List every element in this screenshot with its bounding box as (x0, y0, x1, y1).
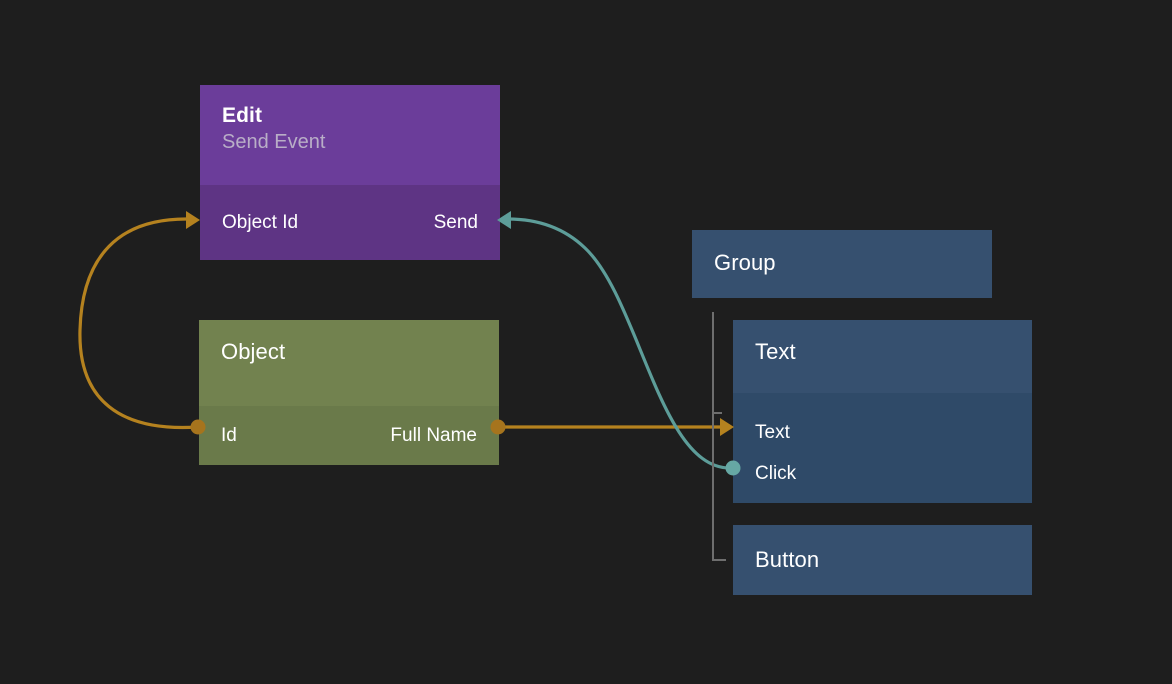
port-label-id[interactable]: Id (221, 424, 237, 446)
port-arrow-text-text-in[interactable] (720, 418, 734, 436)
port-dot-object-full-name-out[interactable] (490, 419, 506, 435)
node-group-title: Group (714, 250, 776, 275)
port-dot-text-click-out[interactable] (725, 460, 741, 476)
tree-connector-vertical (712, 312, 714, 561)
node-object-body: Id Full Name (199, 406, 499, 465)
node-object-title: Object (221, 339, 286, 364)
port-arrow-edit-send-out[interactable] (497, 211, 511, 229)
node-object[interactable]: Object Id Full Name (199, 320, 499, 465)
port-label-text[interactable]: Text (755, 421, 790, 443)
node-group[interactable]: Group (692, 230, 992, 298)
node-edit-header[interactable]: Edit Send Event (200, 85, 500, 185)
port-label-send[interactable]: Send (433, 211, 478, 233)
node-text-header[interactable]: Text (733, 320, 1032, 393)
node-text-body: Text Click (733, 393, 1032, 503)
node-group-header[interactable]: Group (692, 230, 992, 298)
node-text-port-row-click: Click (733, 453, 1032, 494)
node-edit-title: Edit (222, 104, 263, 127)
port-dot-object-id-in[interactable] (190, 419, 206, 435)
node-button[interactable]: Button (733, 525, 1032, 595)
node-object-header[interactable]: Object (199, 320, 499, 406)
node-button-header[interactable]: Button (733, 525, 1032, 595)
node-edit[interactable]: Edit Send Event Object Id Send (200, 85, 500, 260)
node-edit-subtitle: Send Event (222, 131, 326, 153)
tree-connector-stub-button (712, 559, 726, 561)
node-button-title: Button (755, 547, 820, 572)
port-label-click[interactable]: Click (755, 462, 797, 484)
port-arrow-edit-object-id-in[interactable] (186, 211, 200, 229)
node-text-port-row-text: Text (733, 412, 1032, 453)
tree-connector-stub-text (712, 412, 722, 414)
node-edit-body: Object Id Send (200, 185, 500, 260)
node-text[interactable]: Text Text Click (733, 320, 1032, 503)
port-label-object-id[interactable]: Object Id (222, 211, 299, 233)
node-text-title: Text (755, 339, 796, 364)
node-object-port-row: Id Full Name (199, 406, 499, 465)
port-label-full-name[interactable]: Full Name (390, 424, 477, 446)
edge-object-id-to-edit-object-id (78, 217, 200, 430)
node-edit-port-row: Object Id Send (200, 185, 500, 260)
